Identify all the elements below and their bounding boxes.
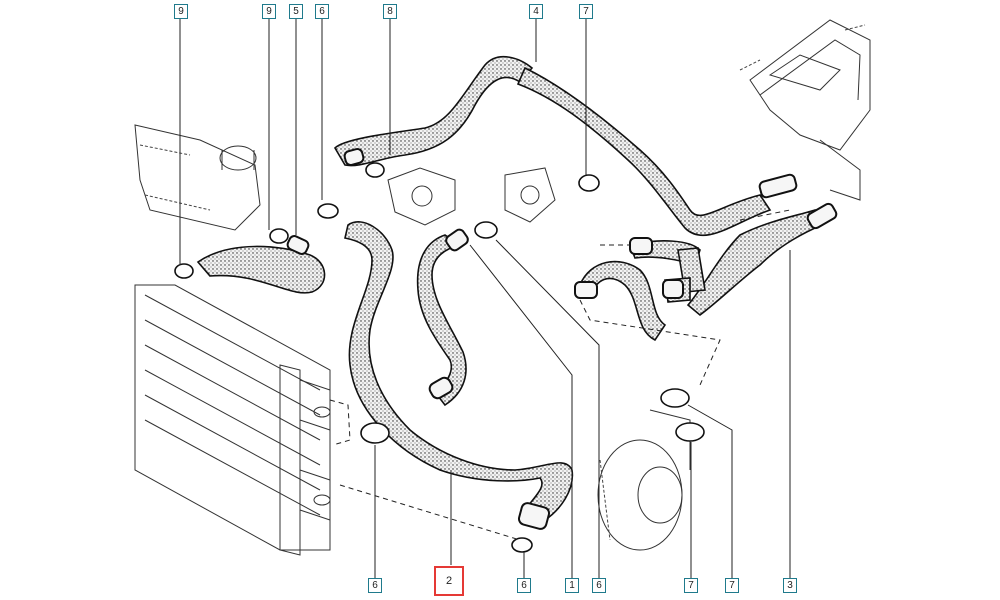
thermostat-housing-outline bbox=[387, 167, 556, 226]
leader-lines bbox=[179, 17, 791, 580]
callout-5[interactable]: 5 bbox=[289, 4, 303, 19]
callout-7-top[interactable]: 7 bbox=[579, 4, 593, 19]
callout-4[interactable]: 4 bbox=[529, 4, 543, 19]
callout-6-bottom-left[interactable]: 6 bbox=[368, 578, 382, 593]
callout-8[interactable]: 8 bbox=[383, 4, 397, 19]
callout-3[interactable]: 3 bbox=[783, 578, 797, 593]
hose-part-8[interactable] bbox=[333, 55, 534, 167]
callout-7-bottom-left[interactable]: 7 bbox=[684, 578, 698, 593]
connection-lines bbox=[329, 209, 791, 541]
hose-part-9[interactable] bbox=[196, 245, 326, 294]
radiator-outline bbox=[134, 284, 331, 556]
callout-9-top-left[interactable]: 9 bbox=[174, 4, 188, 19]
hose-part-3-lower[interactable] bbox=[579, 260, 667, 342]
callout-6-top[interactable]: 6 bbox=[315, 4, 329, 19]
oil-cooler-outline bbox=[597, 409, 691, 551]
hose-part-1[interactable] bbox=[416, 234, 467, 407]
callout-2-selected[interactable]: 2 bbox=[434, 566, 464, 596]
callout-1[interactable]: 1 bbox=[565, 578, 579, 593]
hose-clamps bbox=[174, 162, 705, 553]
callout-6-bottom-right[interactable]: 6 bbox=[592, 578, 606, 593]
callout-7-bottom-right[interactable]: 7 bbox=[725, 578, 739, 593]
hose-part-4[interactable] bbox=[516, 66, 772, 237]
heater-housing-outline bbox=[739, 19, 871, 201]
hose-part-2[interactable] bbox=[344, 221, 574, 521]
callout-9-tank[interactable]: 9 bbox=[262, 4, 276, 19]
callout-6-bottom-middle[interactable]: 6 bbox=[517, 578, 531, 593]
expansion-tank-outline bbox=[134, 124, 261, 231]
hose-connectors bbox=[286, 148, 838, 530]
